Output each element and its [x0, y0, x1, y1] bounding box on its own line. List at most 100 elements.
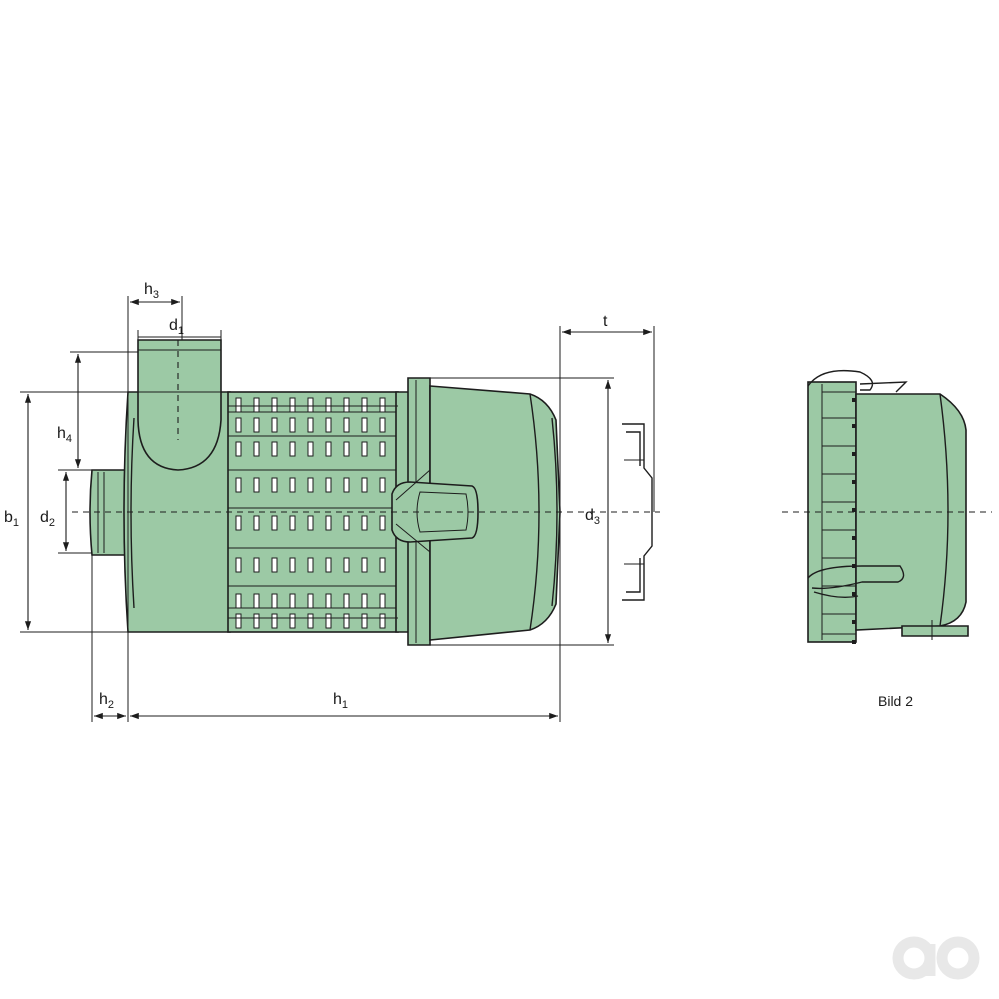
- side-view-bild-2: [807, 369, 969, 644]
- dust-valve-profile: [622, 423, 653, 601]
- vent-slot: [361, 397, 368, 413]
- side-tooth: [852, 640, 856, 644]
- vent-slot: [343, 417, 350, 433]
- vent-slot: [361, 557, 368, 573]
- vent-slot: [235, 557, 242, 573]
- bottom-clip: [807, 565, 905, 590]
- vent-slot: [289, 477, 296, 493]
- vent-slot: [253, 441, 260, 457]
- vent-slot: [235, 593, 242, 609]
- vent-slot: [307, 593, 314, 609]
- side-tooth: [852, 536, 856, 540]
- vent-slot: [271, 557, 278, 573]
- vent-slot: [307, 417, 314, 433]
- vent-slot: [289, 613, 296, 629]
- vent-slot: [325, 417, 332, 433]
- vent-slot: [235, 417, 242, 433]
- vent-slot: [379, 557, 386, 573]
- vent-slot: [307, 397, 314, 413]
- vent-slot: [307, 477, 314, 493]
- vent-slot: [343, 557, 350, 573]
- vent-slot: [379, 593, 386, 609]
- side-tooth: [852, 620, 856, 624]
- vent-slot: [343, 477, 350, 493]
- side-tooth: [852, 480, 856, 484]
- vent-slot: [379, 477, 386, 493]
- label-h3: h3: [144, 281, 159, 301]
- figure-caption: Bild 2: [878, 693, 913, 709]
- vent-slot: [253, 417, 260, 433]
- ao-logo-icon: [892, 936, 980, 980]
- vent-slot: [343, 613, 350, 629]
- vent-slot: [343, 515, 350, 531]
- vent-slot: [379, 417, 386, 433]
- side-tooth: [852, 592, 856, 596]
- vent-slot: [253, 613, 260, 629]
- vent-slot: [379, 441, 386, 457]
- vent-slot: [307, 557, 314, 573]
- vent-slot: [379, 515, 386, 531]
- vent-slot: [235, 515, 242, 531]
- label-b1: b1: [4, 509, 19, 529]
- vent-slot: [235, 477, 242, 493]
- vent-slot: [325, 441, 332, 457]
- vent-slot: [289, 593, 296, 609]
- vent-slot: [271, 477, 278, 493]
- vent-slot: [253, 557, 260, 573]
- inlet-pipe: [137, 339, 222, 471]
- vent-slot: [379, 613, 386, 629]
- side-tooth: [852, 424, 856, 428]
- vent-slot: [271, 593, 278, 609]
- side-tooth: [852, 398, 856, 402]
- vent-slot: [361, 593, 368, 609]
- vent-slot: [361, 613, 368, 629]
- dust-cup: [429, 385, 561, 641]
- vent-slot: [271, 441, 278, 457]
- label-h2: h2: [99, 691, 114, 711]
- vent-slot: [271, 515, 278, 531]
- vent-slot: [235, 397, 242, 413]
- vent-slot: [235, 613, 242, 629]
- vent-slot: [343, 441, 350, 457]
- vent-slot: [307, 613, 314, 629]
- vent-slot: [361, 477, 368, 493]
- vent-slot: [253, 515, 260, 531]
- vent-slot: [325, 593, 332, 609]
- vent-slot: [289, 441, 296, 457]
- vent-slot: [235, 441, 242, 457]
- vent-slot: [307, 441, 314, 457]
- vent-slot: [361, 417, 368, 433]
- label-d1: d1: [169, 317, 184, 337]
- label-t: t: [603, 313, 608, 330]
- side-tooth: [852, 508, 856, 512]
- side-tooth: [852, 452, 856, 456]
- vent-slot: [289, 417, 296, 433]
- vent-slot: [325, 613, 332, 629]
- vent-slot: [325, 397, 332, 413]
- vent-slot: [289, 557, 296, 573]
- label-d2: d2: [40, 509, 55, 529]
- label-h4: h4: [57, 425, 72, 445]
- vent-slot: [325, 557, 332, 573]
- side-view-body: [855, 393, 967, 631]
- vent-slot: [361, 515, 368, 531]
- vent-slot: [325, 515, 332, 531]
- vent-slot: [253, 397, 260, 413]
- vent-slot: [271, 417, 278, 433]
- vent-slot: [379, 397, 386, 413]
- filter-housing-main-view: [89, 339, 561, 646]
- vent-slot: [289, 397, 296, 413]
- vent-slot: [253, 593, 260, 609]
- label-d3: d3: [585, 507, 600, 527]
- vent-slot: [343, 397, 350, 413]
- vent-slot: [271, 613, 278, 629]
- dimension-lines: [20, 296, 655, 722]
- vent-slot: [307, 515, 314, 531]
- top-clip: [807, 369, 908, 393]
- vent-slot: [361, 441, 368, 457]
- vent-slot: [253, 477, 260, 493]
- label-h1: h1: [333, 691, 348, 711]
- vent-slot: [289, 515, 296, 531]
- vent-slot: [271, 397, 278, 413]
